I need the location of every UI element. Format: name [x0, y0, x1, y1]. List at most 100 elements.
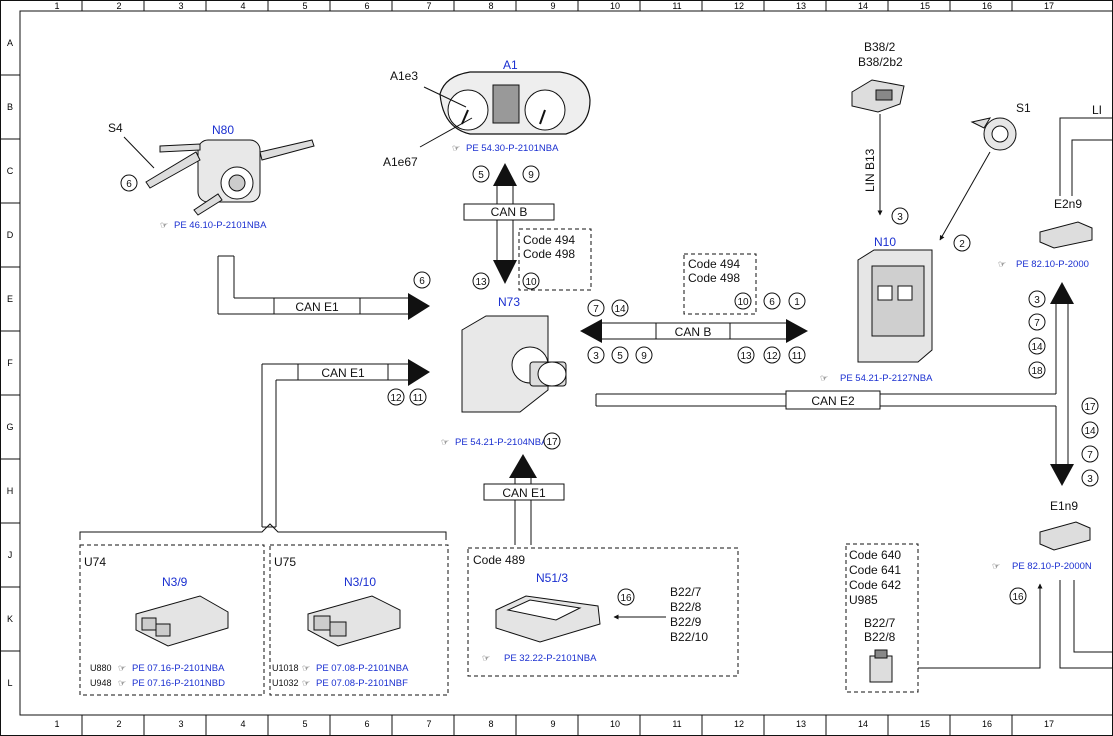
column-number: 6 [364, 1, 369, 11]
b22-8-n51: B22/8 [670, 600, 702, 614]
can-e1-n80-bus [217, 255, 430, 320]
circle-mid-11 [409, 388, 427, 406]
u948-code: U948 [90, 678, 112, 688]
can-b-circles: 7 14 10 6 1 3 5 9 13 12 11 [587, 292, 806, 364]
svg-text:17: 17 [1084, 402, 1096, 413]
column-number: 4 [240, 1, 245, 11]
u74-box [79, 544, 265, 696]
e1n9-right-inner [1073, 580, 1113, 653]
b22-10-n51: B22/10 [670, 630, 708, 644]
a1e67-leader [419, 117, 473, 148]
column-number: 8 [488, 719, 493, 729]
headlamp-module-e1n9 [1039, 521, 1091, 551]
e1n9-label: E1n9 [1050, 499, 1078, 513]
circle-a1-9 [522, 165, 540, 183]
circle-mid-12-text: 12 [390, 393, 402, 404]
column-number: 13 [796, 1, 806, 11]
column-number: 17 [1044, 1, 1054, 11]
svg-text:13: 13 [740, 351, 752, 362]
svg-text:1: 1 [794, 297, 800, 308]
code-489: Code 489 [473, 553, 525, 567]
u1018-ref: PE 07.08-P-2101NBA [316, 663, 409, 674]
code-right-1: Code 494 [688, 257, 740, 271]
circle-lin-3-text: 3 [897, 212, 903, 223]
can-b-vertical-bus [463, 163, 555, 284]
a1-ref-icon: ☞ [452, 143, 460, 153]
circle-s4-6-text: 6 [126, 179, 132, 190]
can-e2-label: CAN E2 [811, 394, 855, 408]
svg-text:18: 18 [1031, 366, 1043, 377]
column-number: 14 [858, 719, 868, 729]
u1018-ref-icon: ☞ [302, 663, 310, 673]
column-number: 3 [178, 719, 183, 729]
svg-text:7: 7 [1087, 450, 1093, 461]
u1032-code: U1032 [272, 678, 299, 688]
row-letter: J [8, 550, 13, 560]
n3-10-label: N3/10 [344, 575, 376, 589]
a1-label: A1 [503, 58, 518, 72]
column-number: 12 [734, 1, 744, 11]
instrument-cluster-a1 [439, 71, 591, 135]
circle-s1-2-text: 2 [959, 239, 965, 250]
svg-text:10: 10 [737, 297, 749, 308]
circle-s4-6 [120, 174, 138, 192]
circle-mid-11-text: 11 [413, 393, 424, 404]
n73-ref-icon: ☞ [441, 437, 449, 447]
n80-ref-icon: ☞ [160, 220, 168, 230]
combination-switch-n80 [145, 139, 315, 216]
s1-label: S1 [1016, 101, 1031, 115]
headlamp-module-e2n9 [1039, 221, 1093, 249]
code-box-center [518, 228, 592, 291]
engine-ecu-n3-10 [307, 595, 401, 647]
svg-text:14: 14 [1031, 342, 1043, 353]
can-e1-engine-bus [261, 359, 430, 528]
lin-b13-label: LIN B13 [863, 148, 877, 192]
svg-text:3: 3 [1034, 295, 1040, 306]
svg-text:6: 6 [769, 297, 775, 308]
airmatic-module-n51 [495, 595, 601, 643]
circle-s1-2 [953, 234, 971, 252]
can-b-top-label: CAN B [491, 205, 528, 219]
circle-a1-5 [472, 165, 490, 183]
circle-can-e1-6-text: 6 [419, 276, 425, 287]
e2n9-ref: PE 82.10-P-2000 [1016, 259, 1089, 270]
circle-n73-10 [522, 272, 540, 290]
s1-arrow [939, 151, 991, 241]
circle-lin-3 [891, 207, 909, 225]
can-b-right-label: CAN B [675, 325, 712, 339]
circle-a1-9-text: 9 [528, 170, 534, 181]
lin-right-label: LI [1092, 103, 1102, 117]
can-b-horizontal-bus [580, 319, 808, 343]
code-640: Code 640 [849, 548, 901, 562]
column-number: 5 [302, 719, 307, 729]
column-number: 10 [610, 1, 620, 11]
code-center-1: Code 494 [523, 233, 575, 247]
svg-text:3: 3 [1087, 474, 1093, 485]
column-number: 9 [550, 1, 555, 11]
b22-7-label: B22/7 [864, 616, 896, 630]
e1n9-right-outer [1059, 580, 1113, 669]
u74-label: U74 [84, 555, 106, 569]
row-letter: E [7, 294, 13, 304]
row-letter: A [7, 38, 13, 48]
e2n9-ref-icon: ☞ [998, 259, 1006, 269]
code-642: Code 642 [849, 578, 901, 592]
circle-can-e1-6 [413, 271, 431, 289]
can-e1-left-label: CAN E1 [295, 300, 339, 314]
circle-n51-16-text: 16 [620, 593, 632, 604]
engine-group-bracket [79, 523, 447, 540]
code-right-2: Code 498 [688, 271, 740, 285]
circle-e1n9-16 [1009, 587, 1027, 605]
circle-n73-17-text: 17 [546, 437, 558, 448]
can-e1-bottom-label: CAN E1 [502, 486, 546, 500]
n10-ref-icon: ☞ [820, 373, 828, 383]
column-number: 16 [982, 1, 992, 11]
svg-text:14: 14 [614, 304, 626, 315]
column-number: 11 [672, 1, 681, 11]
svg-text:14: 14 [1084, 426, 1096, 437]
b22-to-e1n9-line [918, 583, 1043, 669]
n51-box [467, 547, 739, 677]
u75-box [269, 544, 449, 696]
u880-ref: PE 07.16-P-2101NBA [132, 663, 225, 674]
